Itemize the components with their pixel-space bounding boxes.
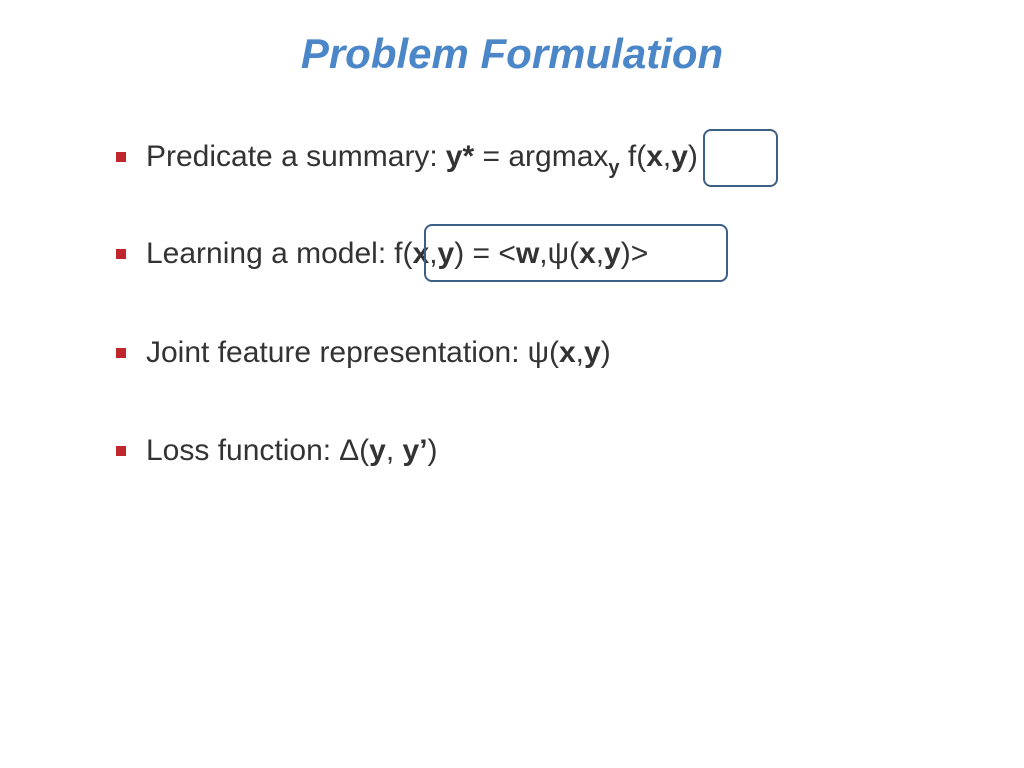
bullet-item-model: Learning a model: f(x,y) = <w,ψ(x,y)> bbox=[116, 234, 648, 274]
math-x: x bbox=[579, 237, 596, 270]
bullet-marker bbox=[116, 348, 126, 358]
math-close: ) bbox=[600, 336, 611, 369]
math-y-prime: y’ bbox=[402, 434, 428, 467]
bullet-text: Joint feature representation: ψ(x,y) bbox=[146, 336, 611, 370]
math-end: )> bbox=[620, 237, 649, 270]
math-close: ) bbox=[687, 140, 698, 173]
math-equals-open: = < bbox=[464, 237, 516, 270]
bullet-text: Learning a model: f(x,y) = <w,ψ(x,y)> bbox=[146, 237, 648, 271]
math-y-star: y* bbox=[445, 140, 475, 173]
math-subscript-y: y bbox=[608, 157, 620, 179]
highlight-box-model bbox=[424, 224, 728, 282]
math-comma: , bbox=[662, 140, 672, 173]
math-delta-open: Δ( bbox=[339, 434, 370, 467]
math-y: y bbox=[584, 336, 601, 369]
math-y: y bbox=[671, 140, 688, 173]
bullet-item-predicate: Predicate a summary: y* = argmaxy f(x,y) bbox=[116, 137, 698, 179]
math-psi-open: ,ψ( bbox=[539, 237, 579, 270]
slide-title: Problem Formulation bbox=[300, 30, 724, 77]
math-y: y bbox=[604, 237, 621, 270]
math-psi-open: ψ( bbox=[527, 336, 559, 369]
formula-model: f(x,y) = <w,ψ(x,y)> bbox=[394, 237, 648, 271]
math-x: x bbox=[558, 336, 576, 369]
math-comma: , bbox=[575, 336, 584, 369]
math-w: w bbox=[515, 237, 540, 270]
highlight-box-fxy bbox=[703, 129, 778, 187]
math-close: ) bbox=[427, 434, 438, 467]
formula-loss: Δ(y, y’) bbox=[339, 434, 437, 468]
math-f-open: f( bbox=[627, 140, 647, 173]
math-comma: , bbox=[429, 237, 438, 270]
bullet-text: Predicate a summary: y* = argmaxy f(x,y) bbox=[146, 140, 698, 179]
math-close: ) bbox=[454, 237, 465, 270]
math-y: y bbox=[437, 237, 455, 270]
bullet-label: Loss function: bbox=[146, 434, 332, 467]
bullet-marker bbox=[116, 249, 126, 259]
math-comma: , bbox=[385, 434, 403, 467]
bullet-marker bbox=[116, 152, 126, 162]
bullet-text: Loss function: Δ(y, y’) bbox=[146, 434, 438, 468]
bullet-label: Joint feature representation: bbox=[146, 336, 520, 369]
math-equals: = bbox=[474, 140, 509, 173]
math-comma: , bbox=[595, 237, 605, 270]
bullet-item-loss: Loss function: Δ(y, y’) bbox=[116, 431, 438, 471]
math-y: y bbox=[369, 434, 386, 467]
math-f-open: f( bbox=[394, 237, 413, 270]
formula-argmax: y* = argmaxy f(x,y) bbox=[445, 140, 698, 179]
bullet-item-feature: Joint feature representation: ψ(x,y) bbox=[116, 333, 611, 373]
bullet-marker bbox=[116, 446, 126, 456]
math-x: x bbox=[646, 140, 663, 173]
bullet-label: Predicate a summary: bbox=[146, 140, 438, 173]
math-argmax: argmax bbox=[508, 140, 609, 173]
formula-psi: ψ(x,y) bbox=[528, 336, 611, 370]
bullet-label: Learning a model: bbox=[146, 237, 387, 270]
